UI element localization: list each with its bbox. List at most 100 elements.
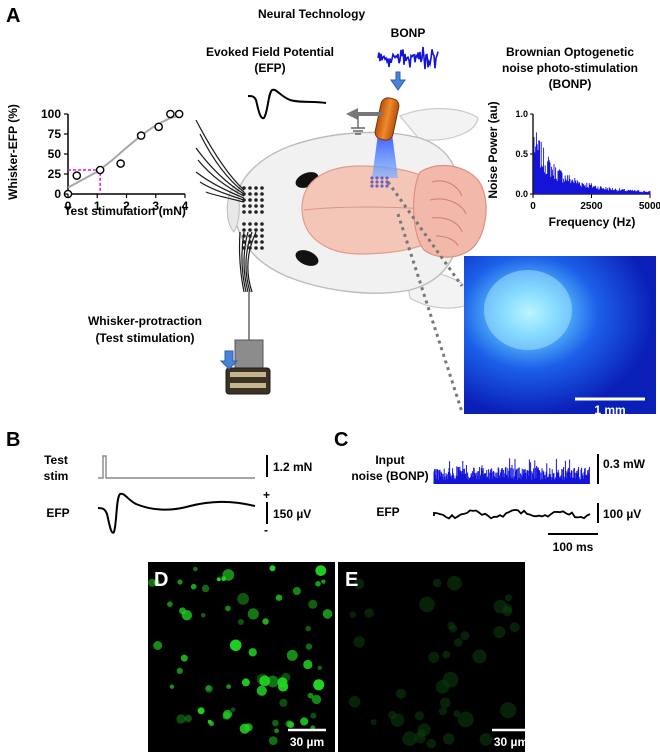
b-efp-trace xyxy=(97,492,256,534)
dose-x-tick-label: 4 xyxy=(182,199,189,213)
bonp-noise-schematic xyxy=(377,46,439,70)
whisker-pad-dot xyxy=(254,186,258,190)
mouse-eye-bottom xyxy=(295,250,319,266)
c-efp-trace xyxy=(433,508,591,520)
photo-guide-lines xyxy=(386,181,464,413)
whisker-line xyxy=(195,147,245,195)
faint-cell xyxy=(390,713,405,727)
mouse-ear-top xyxy=(399,108,479,141)
efp-title-line2: (EFP) xyxy=(254,61,285,75)
whisker-pad-dot xyxy=(260,240,264,244)
whisker-line xyxy=(247,231,257,293)
whiskers xyxy=(195,119,257,293)
fluorescent-cell xyxy=(256,685,267,696)
fluorescent-cell xyxy=(184,714,192,723)
panel-letter-d: D xyxy=(154,569,168,591)
whisker-label-line1: Whisker-protraction xyxy=(88,314,202,328)
spectrum-x-label: Frequency (Hz) xyxy=(549,215,636,229)
whisker-pad-dot xyxy=(260,210,264,214)
dose-axes xyxy=(66,114,185,196)
whisker-pad-dot xyxy=(260,192,264,196)
dose-fit-curve xyxy=(67,113,183,189)
fluorescent-cell xyxy=(237,593,250,605)
stimulator-stripe-1 xyxy=(230,372,266,377)
fluorescent-cell xyxy=(181,610,193,621)
fluorescent-cell xyxy=(223,709,233,719)
whisker-pad-dot xyxy=(260,234,264,238)
fluorescent-cell xyxy=(305,643,313,650)
stim-dot xyxy=(370,184,374,188)
fluorescent-cell xyxy=(322,609,333,619)
dose-x-tick-label: 2 xyxy=(123,199,130,213)
panel-letter-a: A xyxy=(6,5,20,27)
whisker-stimulator xyxy=(219,292,271,395)
fluorescent-cell xyxy=(153,579,160,586)
stim-dot xyxy=(380,184,384,188)
faint-cell xyxy=(442,650,451,659)
whisker-pad-dot xyxy=(254,198,258,202)
spectrum-y-tick-label: 0.5 xyxy=(515,149,528,159)
stim-dot xyxy=(375,184,379,188)
whisker-pad-dot xyxy=(260,222,264,226)
whisker-pad-dot xyxy=(254,192,258,196)
fluorescent-cell xyxy=(197,707,205,715)
whisker-pad-dot xyxy=(260,204,264,208)
fluorescent-cell xyxy=(305,625,312,632)
stimulation-spot xyxy=(370,176,389,188)
fluorescent-cell xyxy=(226,684,232,689)
whisker-pad-dot xyxy=(248,210,252,214)
faint-cell xyxy=(428,651,440,663)
fluorescent-cell xyxy=(148,578,156,587)
faint-cell xyxy=(395,688,406,699)
spectrum-y-label: Noise Power (au) xyxy=(486,101,500,198)
photo-scale-label: 1 mm xyxy=(594,403,625,417)
whisker-line xyxy=(238,231,245,293)
efp-title-line1: Evoked Field Potential xyxy=(206,45,334,59)
figure-header-title: Neural Technology xyxy=(258,7,365,21)
c-time-scale-label: 100 ms xyxy=(553,540,594,554)
fluorescent-cell xyxy=(274,728,279,734)
whisker-pad-dot xyxy=(248,192,252,196)
fluorescent-cell xyxy=(279,698,288,707)
faint-cell xyxy=(472,649,487,664)
c-efp-label: EFP xyxy=(376,505,399,519)
whisker-line xyxy=(199,181,245,201)
b-test-stim-trace xyxy=(98,455,255,479)
brownian-line1: Brownian Optogenetic xyxy=(506,45,634,59)
spectrum-y-tick-label: 1.0 xyxy=(515,109,528,119)
whisker-pad-dot xyxy=(242,210,246,214)
dose-y-tick-label: 25 xyxy=(48,167,62,181)
dose-point xyxy=(154,122,163,132)
photo-glow-core xyxy=(484,270,572,350)
whisker-line xyxy=(195,171,245,199)
dose-y-tick-label: 50 xyxy=(48,147,62,161)
b-scale-top-label: 1.2 mN xyxy=(273,460,312,474)
d-scale-label: 30 µm xyxy=(290,735,324,749)
optical-fiber xyxy=(370,97,400,188)
faint-cell xyxy=(440,697,451,709)
dose-x-tick-label: 0 xyxy=(65,199,72,213)
whisker-pad-dot xyxy=(248,228,252,232)
fluorescent-cell xyxy=(176,667,183,675)
faint-cell xyxy=(479,733,493,746)
faint-cell xyxy=(435,680,450,694)
photo-background xyxy=(464,256,656,414)
fluorescent-cell xyxy=(230,707,236,712)
whisker-pad-dot xyxy=(248,198,252,202)
e-faint-cells xyxy=(348,575,520,749)
faint-cell xyxy=(349,611,357,619)
fluorescent-cell xyxy=(317,665,322,670)
fluorescent-cell xyxy=(209,721,214,727)
spectrum-y-ticks: 0.00.51.0 xyxy=(515,109,533,199)
whisker-pad-dot xyxy=(254,204,258,208)
faint-cell xyxy=(453,710,461,718)
dose-y-tick-label: 100 xyxy=(41,107,61,121)
fluorescent-cell xyxy=(313,679,325,691)
spectrum-x-tick-label: 0 xyxy=(530,201,536,212)
faint-cell xyxy=(419,596,435,613)
fluorescent-cell xyxy=(216,577,221,582)
